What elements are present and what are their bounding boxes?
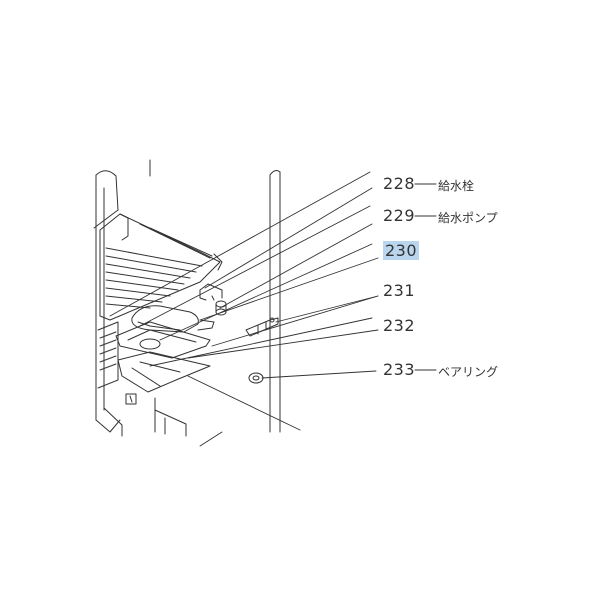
ribbed-tank-panel <box>99 213 223 321</box>
callout-233-name: ベアリング <box>438 365 499 379</box>
callout-228-number: 228 <box>383 174 416 193</box>
part-231-tray <box>115 321 211 359</box>
part-231-clip <box>245 317 279 337</box>
cabinet-outline <box>93 159 281 437</box>
callout-228-name: 給水栓 <box>438 179 475 193</box>
label-dashes <box>414 183 437 371</box>
leader-lines <box>187 187 379 379</box>
part-232-bracket <box>117 351 211 405</box>
lower-ribbed-block <box>97 321 119 389</box>
part-233-bearing <box>248 372 264 384</box>
callout-230-number: 230 <box>383 241 420 260</box>
callout-233-number: 233 <box>383 360 416 379</box>
callout-229-name: 給水ポンプ <box>438 211 498 225</box>
part-230-cover <box>131 305 215 333</box>
callout-231-number: 231 <box>383 281 416 300</box>
callout-232-number: 232 <box>383 316 416 335</box>
construction-lines <box>109 171 373 447</box>
part-228-faucet <box>199 283 223 301</box>
callout-229-number: 229 <box>383 206 416 225</box>
